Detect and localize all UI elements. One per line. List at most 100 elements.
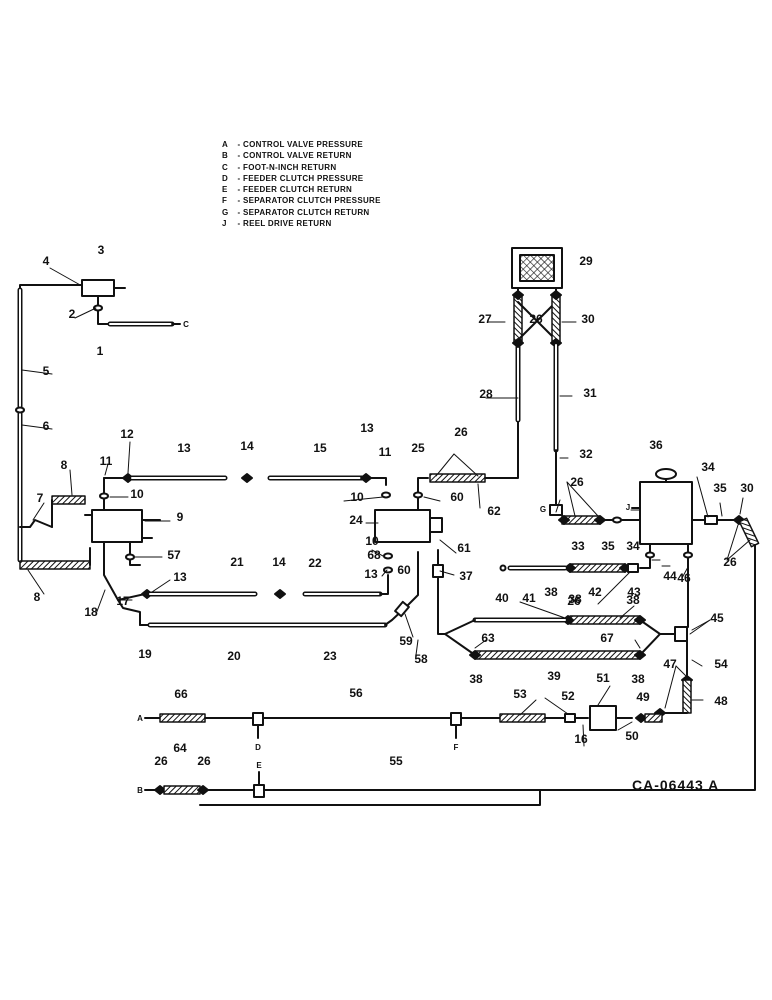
legend-item: D - FEEDER CLUTCH PRESSURE — [222, 173, 381, 184]
part-number: 5 — [43, 364, 50, 378]
connection-letter: B — [137, 786, 143, 795]
part-number: 26 — [529, 312, 543, 326]
part-number: 38 — [568, 592, 582, 606]
hose-30 — [551, 294, 561, 344]
legend-separator: - — [235, 207, 244, 217]
leader-line — [675, 665, 691, 681]
part-number: 58 — [414, 652, 428, 666]
legend-item: J - REEL DRIVE RETURN — [222, 218, 381, 229]
fitting — [634, 615, 646, 625]
part-number: 22 — [308, 556, 322, 570]
reservoir-36 — [639, 481, 693, 545]
leader-line — [597, 685, 611, 706]
part-number: 62 — [487, 504, 501, 518]
leader-line — [343, 496, 384, 502]
hose-line — [444, 619, 476, 656]
valve-3 — [81, 279, 115, 297]
leader-line — [439, 570, 455, 576]
part-number: 42 — [588, 585, 602, 599]
legend-separator: - — [235, 140, 244, 149]
hose-8-upper — [51, 495, 86, 505]
o-ring — [413, 491, 423, 499]
part-number: 48 — [714, 694, 728, 708]
part-number: 7 — [37, 491, 44, 505]
hose-48 — [682, 679, 692, 714]
connection-letter: F — [454, 743, 459, 752]
part-number: 51 — [596, 671, 610, 685]
legend-separator: - — [235, 162, 244, 172]
part-number: 30 — [581, 312, 595, 326]
part-number: 25 — [411, 441, 425, 455]
part-number: 4 — [43, 254, 50, 268]
part-number: 3 — [98, 243, 105, 257]
part-number: 16 — [574, 732, 588, 746]
hose-line — [19, 519, 53, 528]
part-number: 24 — [349, 513, 363, 527]
part-number: 34 — [701, 460, 715, 474]
fitting-35 — [704, 515, 718, 525]
valve-24 — [374, 509, 431, 543]
leader-line — [689, 619, 711, 635]
part-number: 41 — [522, 591, 536, 605]
legend-item: F - SEPARATOR CLUTCH PRESSURE — [222, 195, 381, 206]
part-number: 37 — [459, 569, 473, 583]
part-number: 10 — [350, 490, 364, 504]
part-number: 13 — [360, 421, 374, 435]
o-ring — [645, 551, 655, 559]
leader-line — [544, 697, 569, 715]
leader-line — [664, 665, 677, 709]
leader-line — [404, 613, 414, 638]
fitting-43 — [627, 563, 639, 573]
legend-separator: - — [235, 185, 244, 195]
leader-line — [739, 497, 744, 515]
legend-separator: - — [235, 196, 244, 206]
connection-letter: J — [626, 503, 630, 512]
leader-line — [691, 659, 703, 667]
valve-24-solenoid — [429, 517, 443, 533]
part-number: 1 — [97, 344, 104, 358]
part-number: 50 — [625, 729, 639, 743]
part-number: 53 — [513, 687, 527, 701]
leader-line — [453, 453, 479, 477]
fitting-59 — [394, 600, 410, 618]
legend-key: C — [222, 162, 229, 172]
legend-key: D — [222, 173, 229, 183]
part-number: 43 — [627, 585, 641, 599]
legend-key: B — [222, 151, 229, 161]
part-number: 29 — [579, 254, 593, 268]
fitting — [634, 650, 646, 660]
legend-text: CONTROL VALVE PRESSURE — [243, 140, 363, 149]
o-ring — [15, 406, 25, 414]
leader-line — [726, 524, 739, 561]
o-ring — [683, 551, 693, 559]
leader-line — [474, 639, 487, 649]
hose-line — [517, 301, 557, 341]
leader-line — [415, 639, 419, 656]
part-number: 10 — [365, 534, 379, 548]
fitting-14 — [241, 473, 253, 483]
legend-key: J — [222, 219, 227, 229]
hose-line — [129, 541, 141, 566]
part-number: 54 — [714, 657, 728, 671]
fitting-52 — [564, 713, 576, 723]
hose-line — [407, 551, 419, 606]
leader-line — [566, 481, 599, 517]
part-number: 57 — [167, 548, 181, 562]
leader-line — [435, 453, 455, 477]
leader-line — [127, 441, 131, 474]
leader-line — [104, 463, 109, 476]
part-number: 27 — [478, 312, 492, 326]
part-number: 39 — [547, 669, 561, 683]
legend-text: FEEDER CLUTCH RETURN — [243, 185, 353, 195]
hose-line — [379, 574, 389, 595]
part-number: 64 — [173, 741, 187, 755]
hose-line — [417, 477, 429, 511]
part-number: 40 — [495, 591, 509, 605]
legend-separator: - — [235, 219, 244, 229]
part-number: 33 — [571, 539, 585, 553]
fitting-14b — [274, 589, 286, 599]
part-number: 8 — [61, 458, 68, 472]
filler-cap — [655, 468, 677, 480]
part-number: 23 — [323, 649, 337, 663]
o-ring — [381, 491, 391, 499]
